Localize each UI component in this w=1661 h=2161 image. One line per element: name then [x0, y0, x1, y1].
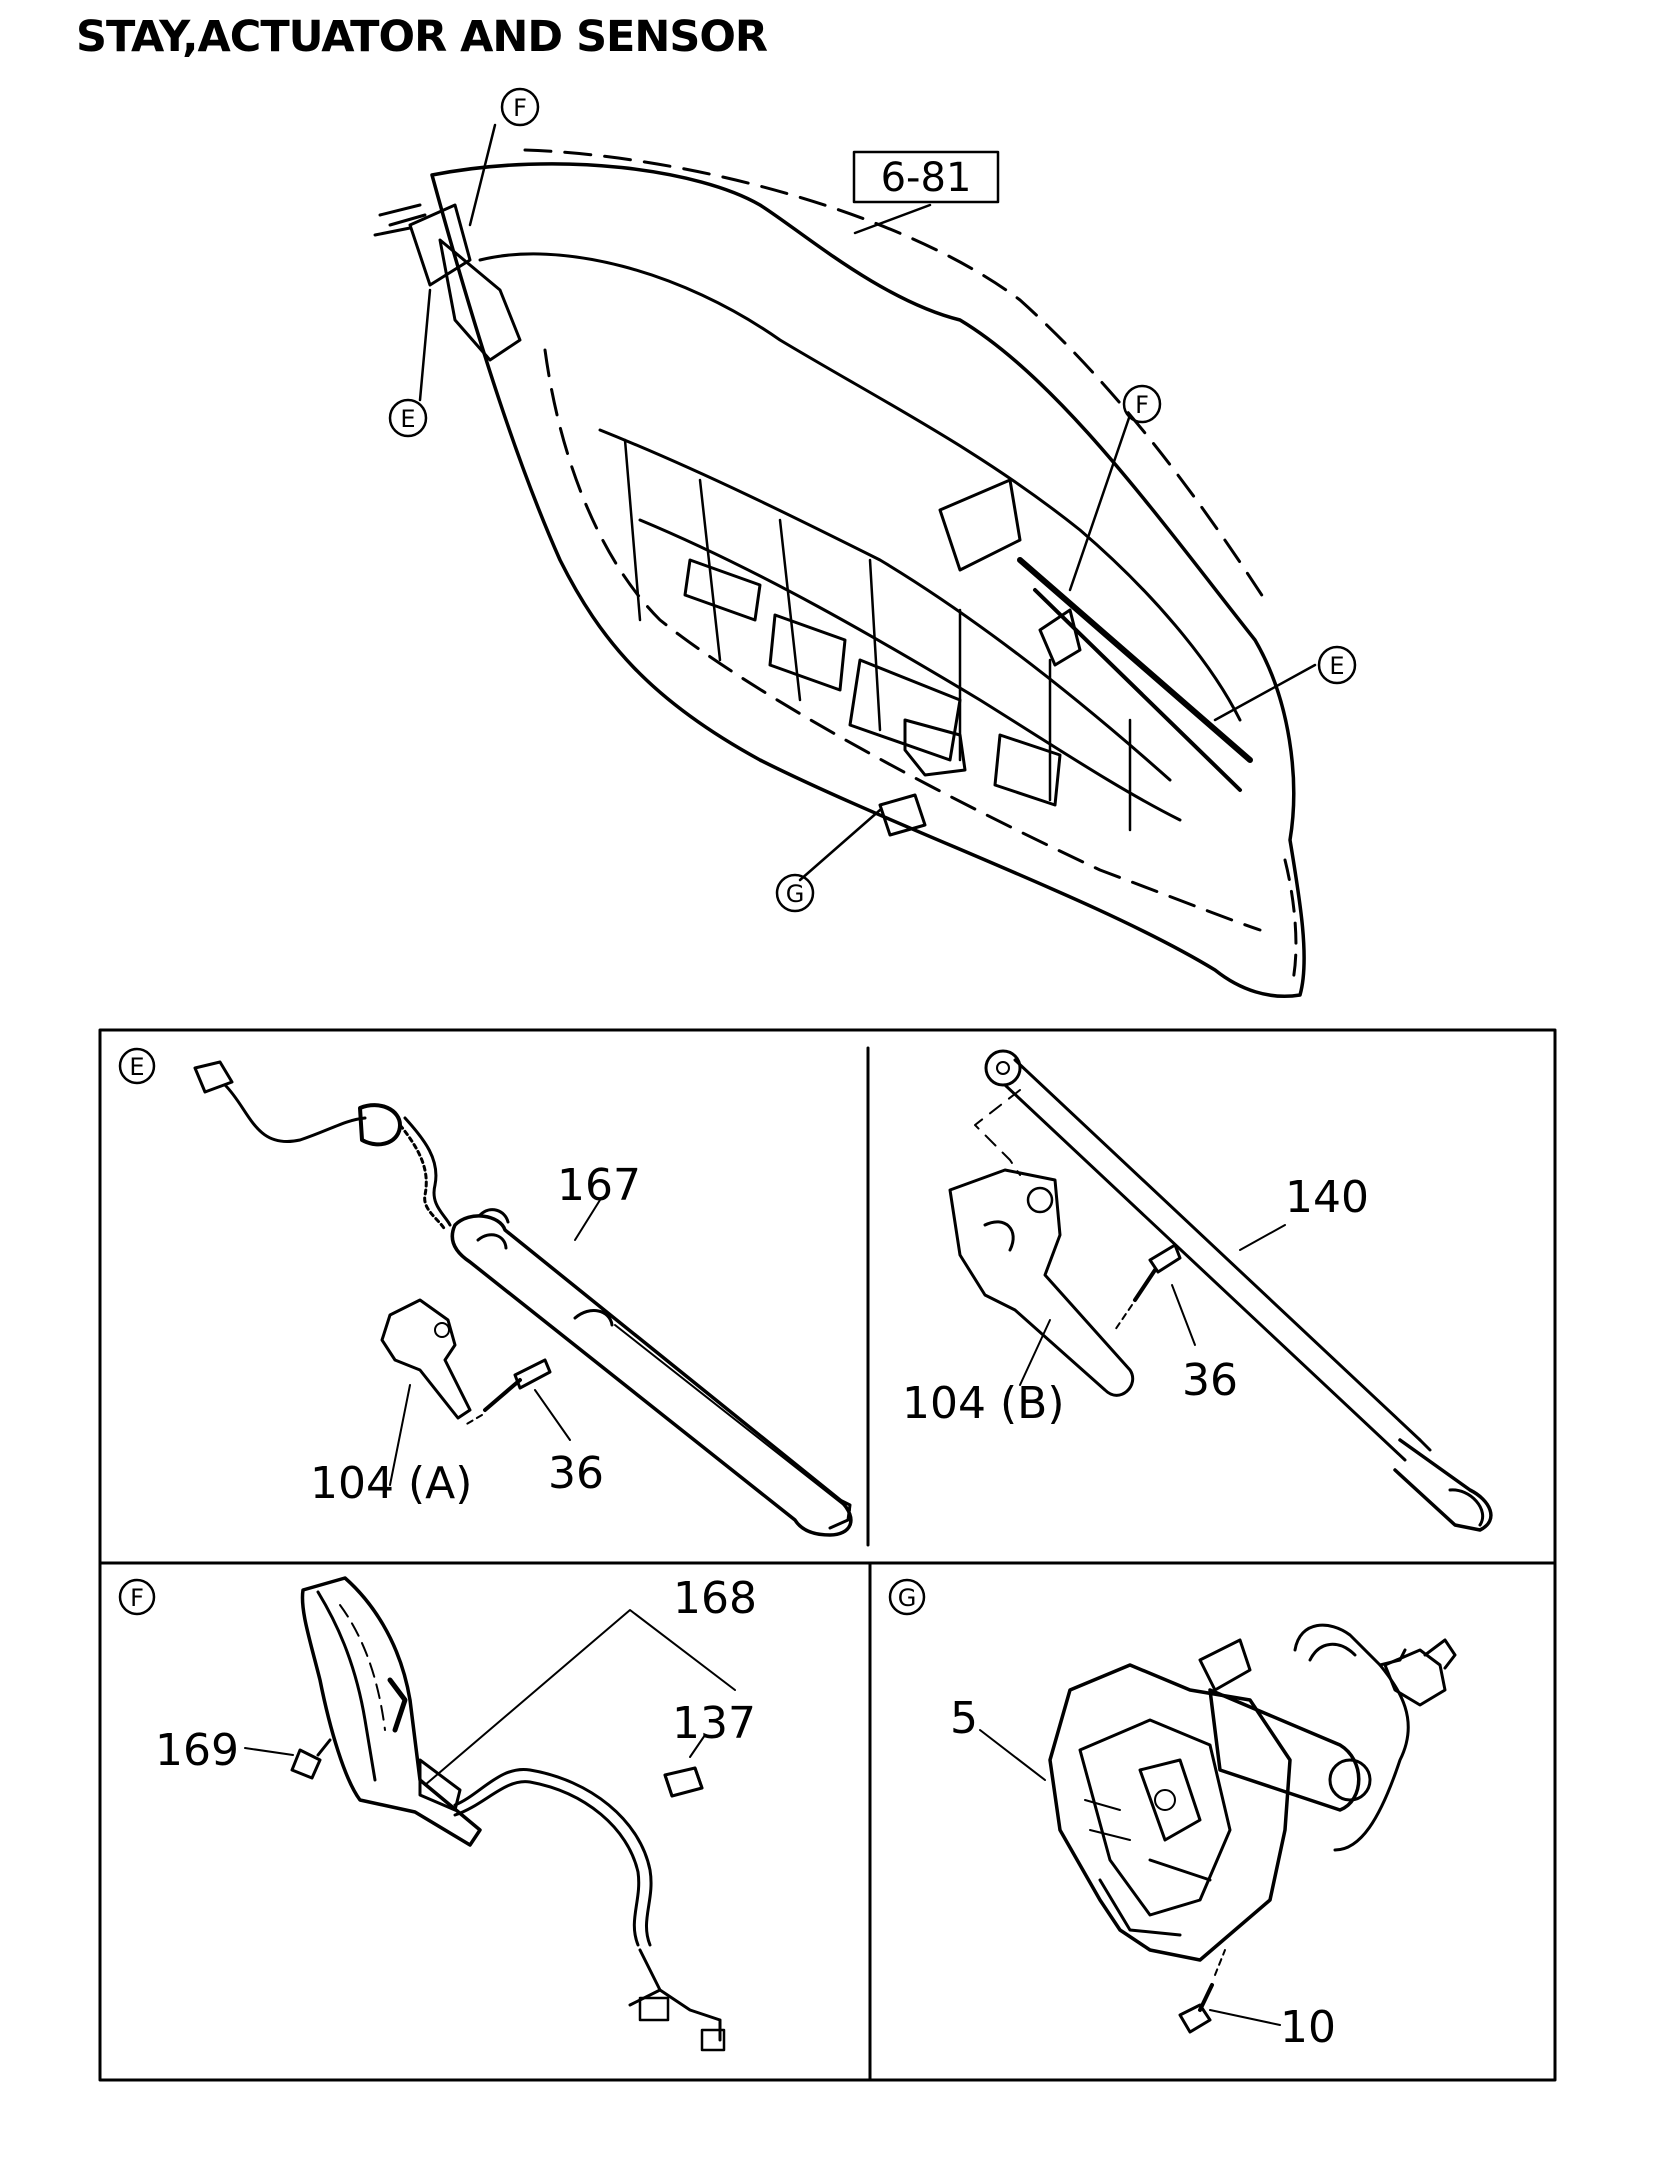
- part-label-140: 140: [1285, 1172, 1369, 1223]
- tailgate-main-view: [373, 123, 1317, 998]
- callout-f-right: F: [1122, 384, 1162, 424]
- callout-e-right: E: [1317, 645, 1357, 685]
- svg-text:E: E: [129, 1053, 144, 1081]
- detail-grid: [98, 1028, 1557, 2082]
- svg-text:G: G: [786, 880, 805, 908]
- reference-box: [852, 150, 1000, 204]
- reference-label: 6-81: [881, 155, 972, 201]
- callout-g-bottom: G: [775, 873, 815, 913]
- part-label-168: 168: [673, 1573, 757, 1624]
- svg-text:F: F: [130, 1584, 144, 1612]
- part-label-137: 137: [672, 1698, 756, 1749]
- callout-e-left: E: [388, 398, 428, 438]
- panel-stay: [948, 1049, 1493, 1532]
- svg-text:F: F: [1135, 391, 1149, 419]
- svg-text:E: E: [400, 405, 415, 433]
- page-title: STAY,ACTUATOR AND SENSOR: [76, 12, 768, 62]
- svg-text:G: G: [898, 1584, 917, 1612]
- part-label-5: 5: [950, 1693, 978, 1744]
- part-label-104a: 104 (A): [310, 1458, 472, 1509]
- part-label-104b: 104 (B): [902, 1378, 1065, 1429]
- callout-f-top: F: [500, 87, 540, 127]
- svg-text:F: F: [513, 94, 527, 122]
- svg-text:E: E: [1329, 652, 1344, 680]
- part-label-167: 167: [557, 1160, 641, 1211]
- panel-g: G: [888, 1578, 1457, 2034]
- panel-e: E: [118, 1047, 853, 1537]
- part-label-169: 169: [155, 1725, 239, 1776]
- part-label-10: 10: [1280, 2002, 1336, 2053]
- panel-f: F: [118, 1576, 736, 2052]
- part-label-36-stay: 36: [1182, 1355, 1238, 1406]
- part-label-36-e: 36: [548, 1448, 604, 1499]
